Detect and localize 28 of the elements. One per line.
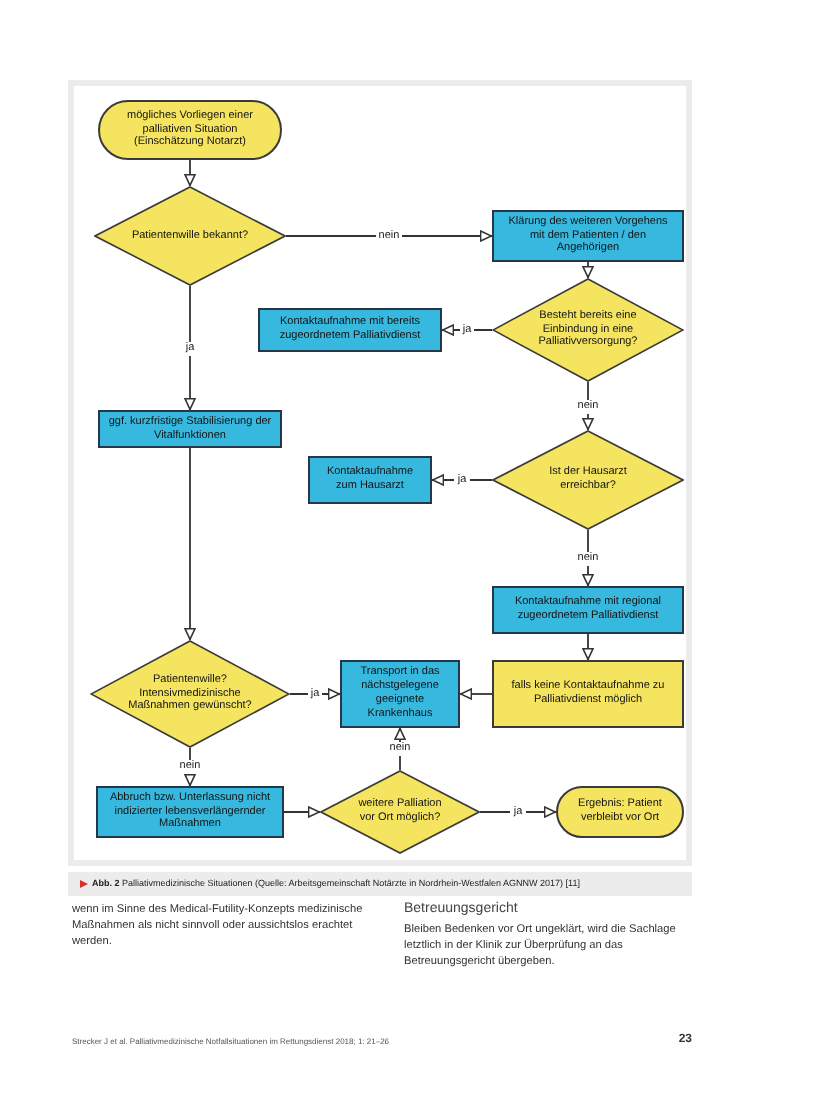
arrow <box>184 447 196 641</box>
process-box <box>98 410 282 448</box>
arrow <box>582 633 594 661</box>
process-box <box>492 210 684 262</box>
decision-diamond <box>90 640 290 748</box>
arrow <box>431 474 493 486</box>
note-box <box>492 660 684 728</box>
arrow <box>582 529 594 587</box>
decision-diamond <box>320 770 480 854</box>
arrow <box>479 806 557 818</box>
rounded-terminal <box>556 786 684 838</box>
arrow <box>283 806 321 818</box>
decision-diamond <box>492 430 684 530</box>
rounded-terminal <box>98 100 282 160</box>
arrow <box>441 324 493 336</box>
decision-diamond <box>94 186 286 286</box>
arrow <box>184 285 196 411</box>
arrow <box>285 230 493 242</box>
process-box <box>340 660 460 728</box>
arrow <box>184 159 196 187</box>
arrow <box>289 688 341 700</box>
process-box <box>308 456 432 504</box>
arrow <box>582 261 594 279</box>
process-box <box>492 586 684 634</box>
process-box <box>96 786 284 838</box>
process-box <box>258 308 442 352</box>
arrow <box>459 688 493 700</box>
decision-diamond <box>492 278 684 382</box>
